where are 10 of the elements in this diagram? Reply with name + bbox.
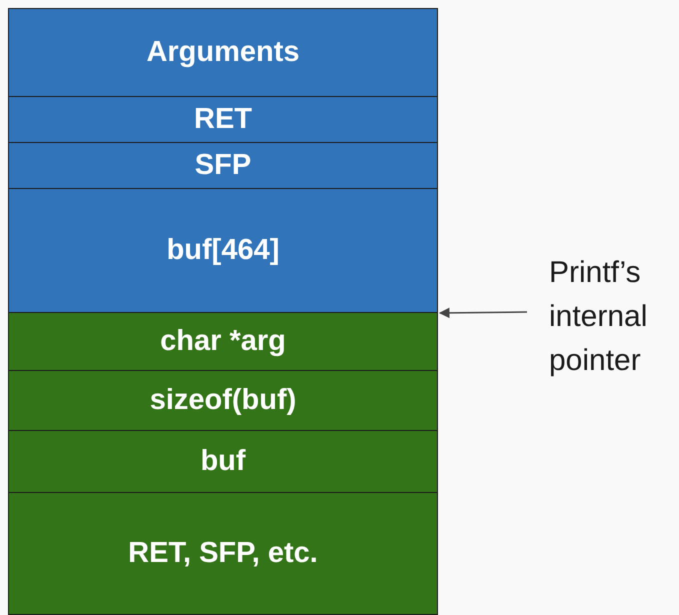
arrow	[438, 308, 527, 318]
annotation-text: Printf’s internal pointer	[549, 251, 677, 383]
stack-cell: RET, SFP, etc.	[8, 492, 438, 615]
stack-cell: sizeof(buf)	[8, 370, 438, 431]
stack-cell: char *arg	[8, 312, 438, 371]
stack-cell: SFP	[8, 142, 438, 189]
stack-cell: RET	[8, 96, 438, 143]
stack-cell: buf[464]	[8, 188, 438, 313]
stack-cell: Arguments	[8, 8, 438, 97]
stack-cell: buf	[8, 430, 438, 493]
